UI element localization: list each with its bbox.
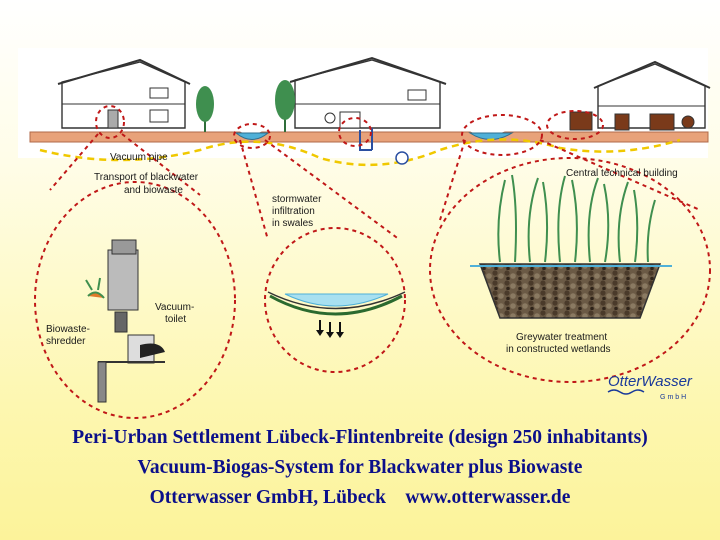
label-central-building: Central technical building: [566, 168, 678, 179]
label-greywater-2: in constructed wetlands: [506, 344, 611, 355]
logo-wave-icon: [608, 390, 644, 394]
wetland-detail: [470, 175, 672, 318]
caption-company: Otterwasser GmbH, Lübeck: [150, 487, 386, 508]
label-transport-2: and biowaste: [124, 185, 183, 196]
label-stormwater-2: infiltration: [272, 206, 315, 217]
label-vacuum-pipe: Vacuum pipe: [110, 152, 168, 163]
label-greywater-1: Greywater treatment: [516, 332, 607, 343]
caption-line-2: Vacuum-Biogas-System for Blackwater plus…: [0, 455, 720, 481]
label-biowaste-1: Biowaste-: [46, 324, 90, 335]
system-diagram: Vacuum pipe Transport of blackwater and …: [0, 0, 720, 420]
label-vacuum-toilet-2: toilet: [165, 314, 186, 325]
label-vacuum-toilet-1: Vacuum-: [155, 302, 194, 313]
otterwasser-logo: OtterWasser GmbH: [608, 373, 693, 401]
label-biowaste-2: shredder: [46, 336, 86, 347]
caption-line-1: Peri-Urban Settlement Lübeck-Flintenbrei…: [0, 425, 720, 451]
label-stormwater-1: stormwater: [272, 194, 322, 205]
toilet-detail: [86, 240, 165, 402]
caption-url[interactable]: www.otterwasser.de: [405, 487, 570, 508]
label-stormwater-3: in swales: [272, 218, 313, 229]
label-transport-1: Transport of blackwater: [94, 172, 199, 183]
logo-subtitle: GmbH: [660, 394, 688, 401]
caption-line-3: Otterwasser GmbH, Lübeck www.otterwasser…: [0, 485, 720, 511]
swale-detail: [268, 292, 405, 338]
valve-icon: [396, 152, 408, 164]
logo-name: OtterWasser: [608, 373, 693, 390]
